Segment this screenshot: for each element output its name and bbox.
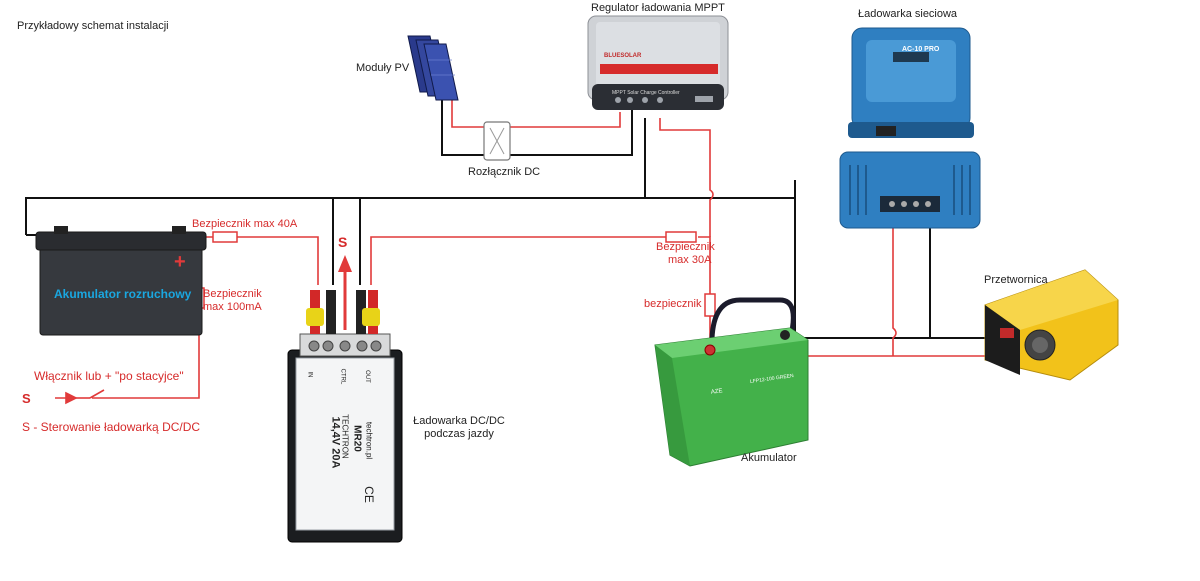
diagram-title: Przykładowy schemat instalacji [17, 20, 169, 32]
red-wire-dcdc-out [370, 236, 668, 285]
mppt-controller-icon [587, 15, 729, 110]
solar-panel-icon [407, 35, 459, 101]
starter-battery-label: Akumulator rozruchowy [54, 287, 192, 301]
mains-charger-icon [839, 27, 981, 229]
battery-brand-label: AZE [710, 388, 723, 396]
dcdc-label-1: Ładowarka DC/DC [413, 415, 505, 427]
fuse-100ma-label-1: Bezpiecznik [203, 288, 262, 300]
s-control-label: S [22, 391, 31, 406]
dcdc-in-label: IN [306, 371, 313, 378]
mppt-brand-label: BLUESOLAR [604, 53, 642, 59]
dcdc-ctrl-label: CTRL [339, 368, 346, 385]
black-wire-main [25, 197, 645, 235]
inverter-label: Przetwornica [984, 274, 1048, 286]
dcdc-label-2: podczas jazdy [424, 428, 494, 440]
pv-modules-label: Moduły PV [356, 62, 410, 74]
control-switch [55, 389, 105, 405]
red-wire-switch-mppt [508, 112, 621, 128]
mppt-model-label: MPPT Solar Charge Controller [612, 90, 680, 96]
starter-battery-plus: + [174, 251, 186, 273]
red-wire-mppt [659, 118, 714, 237]
fuse-battery [704, 293, 716, 317]
fuse-generic-label: bezpiecznik [644, 298, 702, 310]
battery-label: Akumulator [741, 452, 797, 464]
mains-charger-label: Ładowarka sieciowa [858, 8, 958, 20]
fuse-40a-label: Bezpiecznik max 40A [192, 218, 298, 230]
mppt-label: Regulator ładowania MPPT [591, 2, 725, 14]
fuse-100ma-label-2: max 100mA [203, 301, 262, 313]
dcdc-out-label: OUT [363, 370, 370, 383]
starter-battery-icon [35, 226, 207, 336]
red-wire-pv [451, 95, 488, 128]
fuse-30a-label-2: max 30A [668, 254, 712, 266]
s-legend-label: S - Sterowanie ładowarką DC/DC [22, 420, 201, 434]
dcdc-charger-icon [287, 290, 403, 543]
positive-wires [92, 95, 1009, 399]
s-marker-label: S [338, 234, 348, 250]
s-arrow-icon [338, 255, 352, 330]
fuse-40a [212, 231, 238, 243]
switch-label: Włącznik lub + "po stacyjce" [34, 369, 184, 383]
inverter-icon [984, 269, 1119, 381]
dc-switch-label: Rozłącznik DC [468, 166, 541, 178]
black-wire-pv [441, 95, 633, 156]
red-wire-starter-dcdc [195, 236, 319, 285]
fuse-30a [665, 231, 697, 243]
lifepo4-battery-icon [654, 297, 809, 467]
mains-charger-model-label: AC-10 PRO [902, 46, 940, 53]
fuse-30a-label-1: Bezpiecznik [656, 241, 715, 253]
red-wire-charger [892, 215, 897, 356]
dc-switch-icon [483, 121, 511, 161]
dcdc-ce-label: CE [361, 486, 376, 503]
